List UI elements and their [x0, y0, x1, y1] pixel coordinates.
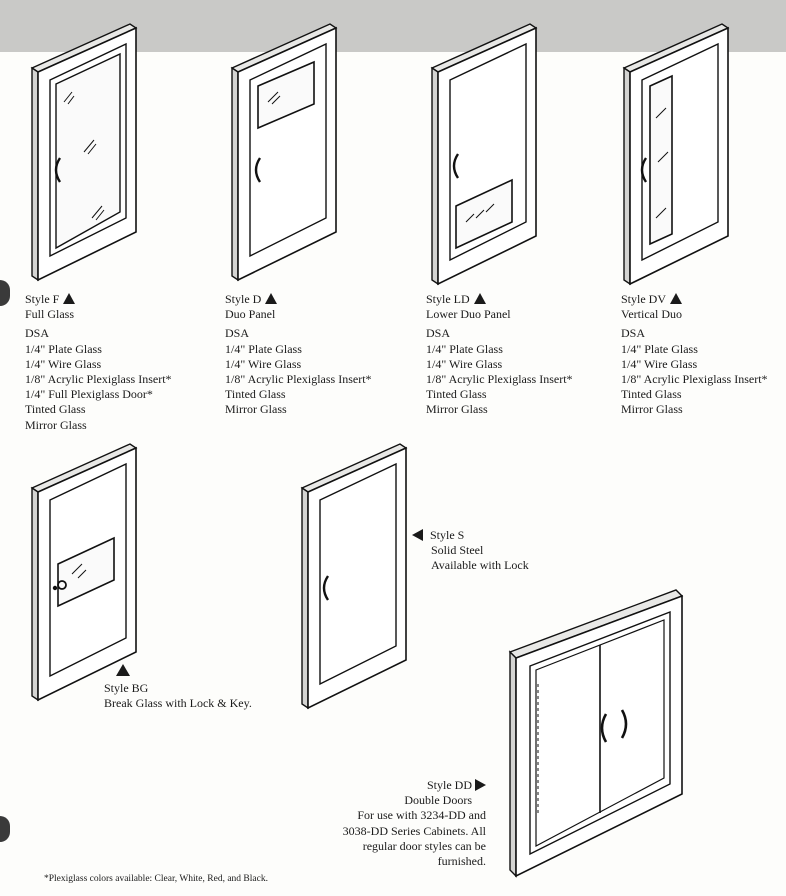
door-f-name: Full Glass — [25, 307, 75, 322]
binder-hole — [0, 280, 10, 306]
plexiglass-footnote: *Plexiglass colors available: Clear, Whi… — [44, 874, 268, 884]
option-line: Mirror Glass — [25, 417, 87, 432]
option-line: Tinted Glass — [426, 387, 487, 402]
option-line: Mirror Glass — [426, 402, 488, 417]
door-dv-spec: Style DV Vertical Duo DSA 1/4" Plate Gla… — [621, 292, 768, 418]
option-line: Tinted Glass — [25, 402, 86, 417]
option-line: 1/4" Plate Glass — [426, 341, 503, 356]
option-line: 1/4" Wire Glass — [621, 356, 698, 371]
triangle-up-icon — [116, 664, 130, 676]
door-ld-name: Lower Duo Panel — [426, 307, 511, 322]
option-line: DSA — [25, 326, 50, 341]
door-f-illustration — [30, 23, 138, 282]
option-line: 1/4" Full Plexiglass Door* — [25, 387, 153, 402]
door-dd-desc-line: For use with 3234-DD and — [357, 808, 486, 823]
door-s-style-label: Style S — [430, 528, 465, 542]
door-s-illustration — [300, 443, 408, 710]
option-line: Tinted Glass — [621, 387, 682, 402]
door-dd-desc-line: 3038-DD Series Cabinets. All — [342, 823, 486, 838]
door-s-extra: Available with Lock — [431, 558, 529, 573]
door-bg-name: Break Glass with Lock & Key. — [104, 696, 252, 711]
option-line: DSA — [225, 326, 250, 341]
door-bg-style-label: Style BG — [104, 681, 149, 695]
option-line: Mirror Glass — [621, 402, 683, 417]
door-ld-illustration — [430, 23, 538, 286]
option-line: 1/8" Acrylic Plexiglass Insert* — [225, 372, 372, 387]
door-dv-name: Vertical Duo — [621, 307, 682, 322]
door-dd-desc-line: furnished. — [437, 854, 486, 869]
door-bg-spec: Style BG Break Glass with Lock & Key. — [104, 681, 252, 711]
option-line: 1/4" Plate Glass — [25, 341, 102, 356]
door-d-style-label: Style D — [225, 292, 262, 306]
door-dd-illustration — [508, 589, 684, 878]
door-dd-style-label: Style DD — [427, 778, 472, 792]
door-dd-spec: Style DD Double Doors For use with 3234-… — [330, 778, 486, 869]
door-s-spec: Style S Solid Steel Available with Lock — [412, 528, 529, 574]
option-line: Mirror Glass — [225, 402, 287, 417]
binder-hole — [0, 816, 10, 842]
door-f-spec: Style F Full Glass DSA 1/4" Plate Glass … — [25, 292, 172, 433]
door-s-name: Solid Steel — [431, 543, 484, 558]
door-dv-style-label: Style DV — [621, 292, 666, 306]
door-ld-style-label: Style LD — [426, 292, 470, 306]
door-d-illustration — [230, 23, 338, 282]
door-bg-illustration — [30, 443, 138, 702]
option-line: Tinted Glass — [225, 387, 286, 402]
option-line: 1/4" Plate Glass — [621, 341, 698, 356]
door-ld-spec: Style LD Lower Duo Panel DSA 1/4" Plate … — [426, 292, 573, 418]
option-line: DSA — [621, 326, 646, 341]
triangle-right-icon — [475, 779, 486, 791]
option-line: 1/4" Plate Glass — [225, 341, 302, 356]
option-line: 1/4" Wire Glass — [225, 356, 302, 371]
triangle-up-icon — [670, 293, 682, 304]
option-line: 1/4" Wire Glass — [25, 356, 102, 371]
option-line: 1/4" Wire Glass — [426, 356, 503, 371]
door-d-name: Duo Panel — [225, 307, 276, 322]
triangle-left-icon — [412, 529, 423, 541]
option-line: DSA — [426, 326, 451, 341]
option-line: 1/8" Acrylic Plexiglass Insert* — [25, 372, 172, 387]
triangle-up-icon — [473, 293, 486, 304]
triangle-up-icon — [63, 293, 76, 304]
door-d-spec: Style D Duo Panel DSA 1/4" Plate Glass 1… — [225, 292, 372, 418]
triangle-up-icon — [265, 293, 278, 304]
door-dv-illustration — [622, 23, 730, 286]
door-dd-name: Double Doors — [404, 793, 472, 808]
door-dd-desc-line: regular door styles can be — [362, 838, 486, 853]
option-line: 1/8" Acrylic Plexiglass Insert* — [621, 372, 768, 387]
door-f-style-label: Style F — [25, 292, 60, 306]
option-line: 1/8" Acrylic Plexiglass Insert* — [426, 372, 573, 387]
